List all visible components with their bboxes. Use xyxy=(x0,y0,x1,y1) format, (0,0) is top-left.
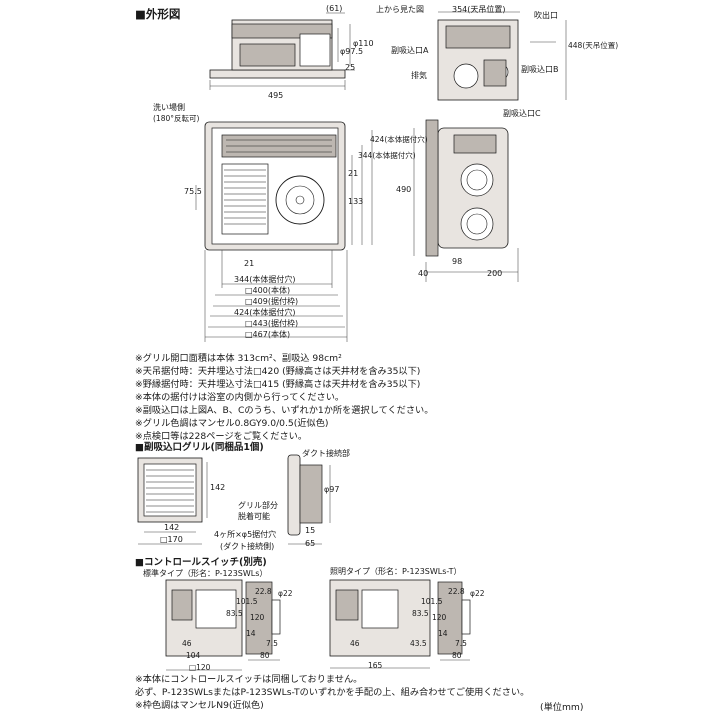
dim-w400: □400(本体) xyxy=(245,286,291,295)
dim-344v: 344(本体据付穴) xyxy=(358,151,416,160)
light-165: 165 xyxy=(368,661,383,670)
dim-21a: 21 xyxy=(348,169,359,178)
exhaust-label: 排気 xyxy=(411,71,427,80)
light-14: 14 xyxy=(438,629,448,638)
std-7-5: 7.5 xyxy=(266,639,278,648)
dim-w424: 424(本体据付穴) xyxy=(234,308,296,317)
grille-title: ■副吸込口グリル(同梱品1個) xyxy=(135,442,264,453)
dim-200: 200 xyxy=(487,269,503,278)
front-elevation xyxy=(209,12,355,90)
switch-std-label: 標準タイプ（形名：P-123SWLs） xyxy=(143,569,268,578)
dim-142h: 142 xyxy=(164,523,180,532)
dim-142v: 142 xyxy=(210,483,226,492)
std-22-8: 22.8 xyxy=(255,587,272,596)
inlet-c-label: 副吸込口C xyxy=(503,109,541,118)
note-1: ※グリル開口面積は本体 313cm²、副吸込 98cm² xyxy=(135,353,342,364)
note-4: ※本体の据付けは浴室の内側から行ってください。 xyxy=(135,392,345,403)
dim-40: 40 xyxy=(418,269,429,278)
std-80: 80 xyxy=(260,651,270,660)
dim-15: 15 xyxy=(305,526,316,535)
switch-light-drawing xyxy=(329,579,471,669)
duct-connect-label: ダクト接続部 xyxy=(302,449,350,458)
inlet-a-label: 副吸込口A xyxy=(391,46,429,55)
grille-drawing xyxy=(137,454,331,545)
std-phi22: φ22 xyxy=(278,589,293,598)
std-101-5: 101.5 xyxy=(236,597,258,606)
dim-75-5: 75.5 xyxy=(184,187,202,196)
light-phi22: φ22 xyxy=(470,589,485,598)
dim-133: 133 xyxy=(348,197,364,206)
inlet-b-label: 副吸込口B xyxy=(521,65,559,74)
note-2: ※天吊据付時：天井埋込寸法□420 (野縁高さは天井材を含み35以下) xyxy=(135,366,421,377)
dim-61: (61) xyxy=(326,4,343,13)
std-83-5: 83.5 xyxy=(226,609,243,618)
light-7-5: 7.5 xyxy=(455,639,467,648)
light-120: 120 xyxy=(432,613,447,622)
side-view xyxy=(413,119,519,282)
dim-495: 495 xyxy=(268,91,284,100)
dim-98: 98 xyxy=(452,257,463,266)
light-46: 46 xyxy=(350,639,360,648)
dim-25: 25 xyxy=(345,63,356,72)
dim-170: □170 xyxy=(160,535,183,544)
dim-w409: □409(据付枠) xyxy=(245,297,299,306)
outlet-label: 吹出口 xyxy=(534,11,558,20)
dim-21b: 21 xyxy=(244,259,255,268)
duct-side-label: (ダクト接続側) xyxy=(220,542,275,551)
note-3: ※野縁据付時：天井埋込寸法□415 (野縁高さは天井材を含み35以下) xyxy=(135,379,421,390)
std-120-box: □120 xyxy=(189,663,211,672)
wash-side-label: 洗い場側 xyxy=(153,103,185,112)
dim-w467: □467(本体) xyxy=(245,330,291,339)
dim-phi97: φ97 xyxy=(324,485,340,494)
holes-label: 4ヶ所×φ5据付穴 xyxy=(214,530,277,539)
dim-w443: □443(据付枠) xyxy=(245,319,299,328)
dim-phi97-5: φ97.5 xyxy=(340,47,364,56)
light-83-5: 83.5 xyxy=(412,609,429,618)
plan-view xyxy=(195,121,373,342)
dim-w344: 344(本体据付穴) xyxy=(234,275,296,284)
dim-424v: 424(本体据付穴) xyxy=(370,135,428,144)
light-22-8: 22.8 xyxy=(448,587,465,596)
top-view-label: 上から見た図 xyxy=(376,5,424,14)
note-7: ※点検口等は228ページをご覧ください。 xyxy=(135,431,308,442)
switch-title: ■コントロールスイッチ(別売) xyxy=(135,557,267,568)
dim-phi110: φ110 xyxy=(353,39,374,48)
std-46: 46 xyxy=(182,639,192,648)
footer-note-2: 必ず、P-123SWLsまたはP-123SWLs-Tのいずれかを手配の上、組み合… xyxy=(135,687,530,698)
detach-label-2: 脱着可能 xyxy=(238,512,270,521)
light-101-5: 101.5 xyxy=(421,597,443,606)
std-120: 120 xyxy=(250,613,265,622)
detach-label-1: グリル部分 xyxy=(238,501,278,510)
dim-448: 448(天吊位置) xyxy=(568,41,619,50)
dim-65: 65 xyxy=(305,539,316,548)
footer-note-1: ※本体にコントロールスイッチは同梱しておりません。 xyxy=(135,674,363,685)
note-5: ※副吸込口は上図A、B、Cのうち、いずれか1か所を選択してください。 xyxy=(135,405,434,416)
top-view xyxy=(437,11,567,101)
std-104: 104 xyxy=(186,651,201,660)
rotate-label: (180°反転可) xyxy=(153,114,200,123)
unit-label: (単位mm) xyxy=(540,702,584,713)
light-80: 80 xyxy=(452,651,462,660)
dim-354: 354(天吊位置) xyxy=(452,5,506,14)
section-title: ■外形図 xyxy=(135,7,181,21)
light-43-5: 43.5 xyxy=(410,639,427,648)
note-6: ※グリル色調はマンセル0.8GY9.0/0.5(近似色) xyxy=(135,418,329,429)
switch-light-label: 照明タイプ（形名：P-123SWLs-T） xyxy=(330,567,462,576)
dim-490: 490 xyxy=(396,185,412,194)
std-14: 14 xyxy=(246,629,256,638)
footer-note-3: ※枠色調はマンセルN9(近似色) xyxy=(135,700,264,711)
switch-standard-drawing xyxy=(165,579,281,671)
